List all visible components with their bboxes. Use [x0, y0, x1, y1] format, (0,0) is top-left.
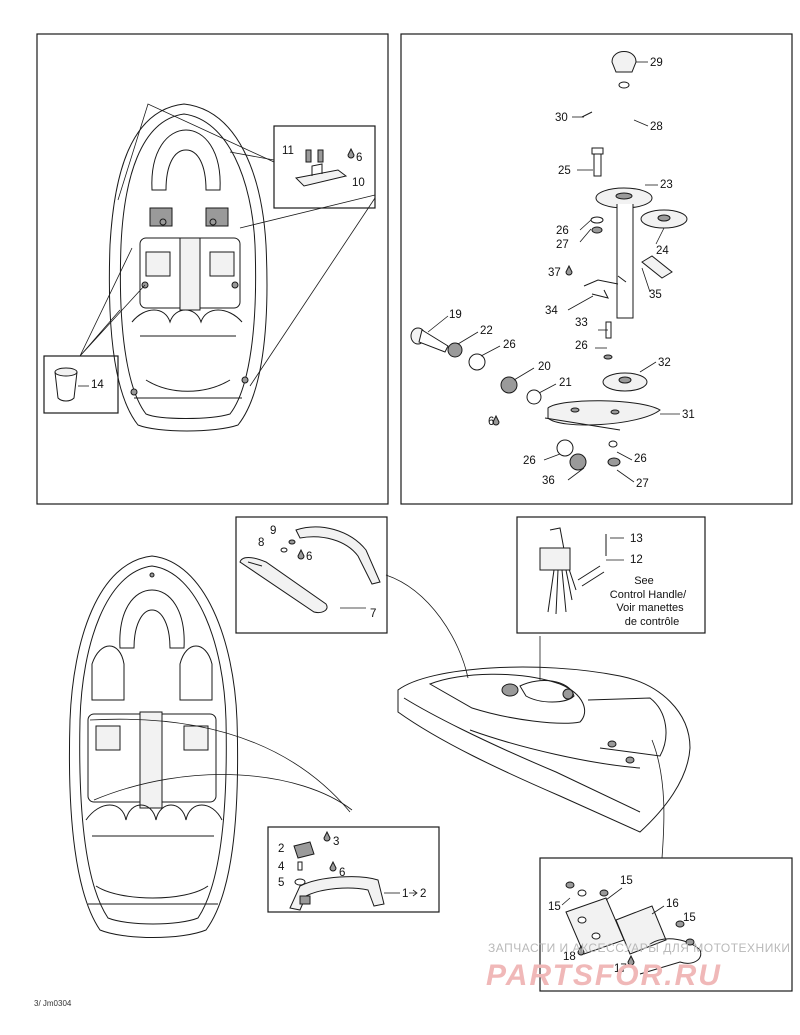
callout-21: 21 [559, 377, 572, 389]
top-right-panel [400, 33, 793, 505]
callout-12: 12 [630, 554, 643, 566]
callout-29: 29 [650, 57, 663, 69]
callout-17: 17 [614, 963, 627, 975]
callout-3: 3 [333, 836, 339, 848]
callout-26-b: 26 [575, 340, 588, 352]
callout-28: 28 [650, 121, 663, 133]
callout-22: 22 [480, 325, 493, 337]
callout-8: 8 [258, 537, 264, 549]
callout-6-c: 6 [306, 551, 312, 563]
callout-7: 7 [370, 608, 376, 620]
callout-6-a: 6 [356, 152, 362, 164]
control-handle-cable [539, 527, 607, 615]
callout-23: 23 [660, 179, 673, 191]
callout-4: 4 [278, 861, 285, 873]
boat-perspective-view [397, 666, 691, 833]
callout-26-e: 26 [634, 453, 647, 465]
callout-10: 10 [352, 177, 365, 189]
control-handle-panel [516, 516, 706, 634]
callout-34: 34 [545, 305, 558, 317]
diagram-code: 3/ Jm0304 [34, 999, 72, 1008]
callout-15-c: 15 [683, 912, 696, 924]
callout-11: 11 [282, 145, 294, 157]
tow-eye-assembly [565, 881, 702, 975]
callout-16: 16 [666, 898, 679, 910]
callout-19: 19 [449, 309, 462, 321]
callout-27-a: 27 [556, 239, 569, 251]
see-note-line1: See [634, 575, 654, 587]
callout-6-b: 6 [488, 416, 494, 428]
callout-20: 20 [538, 361, 551, 373]
callout-26-a: 26 [556, 225, 569, 237]
steering-column-assembly [410, 51, 688, 471]
callout-2-b: 2 [420, 888, 426, 900]
grab-handle [289, 830, 385, 911]
top-left-panel [36, 33, 389, 505]
callout-26-d: 26 [523, 455, 536, 467]
callout-26-c: 26 [503, 339, 516, 351]
callout-37: 37 [548, 267, 561, 279]
callout-36: 36 [542, 475, 555, 487]
callout-35: 35 [649, 289, 662, 301]
see-note-line4: de contrôle [625, 616, 679, 628]
callout-33: 33 [575, 317, 588, 329]
callout-31: 31 [682, 409, 695, 421]
callout-14: 14 [91, 379, 104, 391]
callout-9: 9 [270, 525, 276, 537]
callout-30: 30 [555, 112, 568, 124]
callout-27-b: 27 [636, 478, 649, 490]
callout-25: 25 [558, 165, 571, 177]
handle-rail [239, 526, 381, 613]
deck-detail-inset [273, 125, 376, 209]
callout-15-b: 15 [548, 901, 561, 913]
seat-bracket-detail [294, 147, 355, 187]
callout-2: 2 [278, 843, 284, 855]
callout-13: 13 [630, 533, 643, 545]
callout-1: 1 [402, 888, 408, 900]
callout-15-a: 15 [620, 875, 633, 887]
see-note-line2: Control Handle/ [610, 589, 687, 601]
callout-24: 24 [656, 245, 669, 257]
grab-handle-panel [267, 826, 440, 913]
tow-eye-panel [539, 857, 793, 992]
callout-32: 32 [658, 357, 671, 369]
callout-18: 18 [563, 951, 576, 963]
watermark-tagline: ЗАПЧАСТИ И АКСЕССУАРЫ ДЛЯ МОТОТЕХНИКИ [488, 941, 790, 955]
cup-holder [54, 367, 78, 402]
boat-top-view-upper [108, 103, 268, 432]
see-note-line3: Voir manettes [616, 602, 684, 614]
watermark-logo: PARTSFOR.RU [486, 959, 722, 992]
callout-6-d: 6 [339, 867, 345, 879]
callout-5: 5 [278, 877, 284, 889]
boat-top-view-lower [68, 555, 239, 938]
cup-holder-inset [43, 355, 119, 414]
